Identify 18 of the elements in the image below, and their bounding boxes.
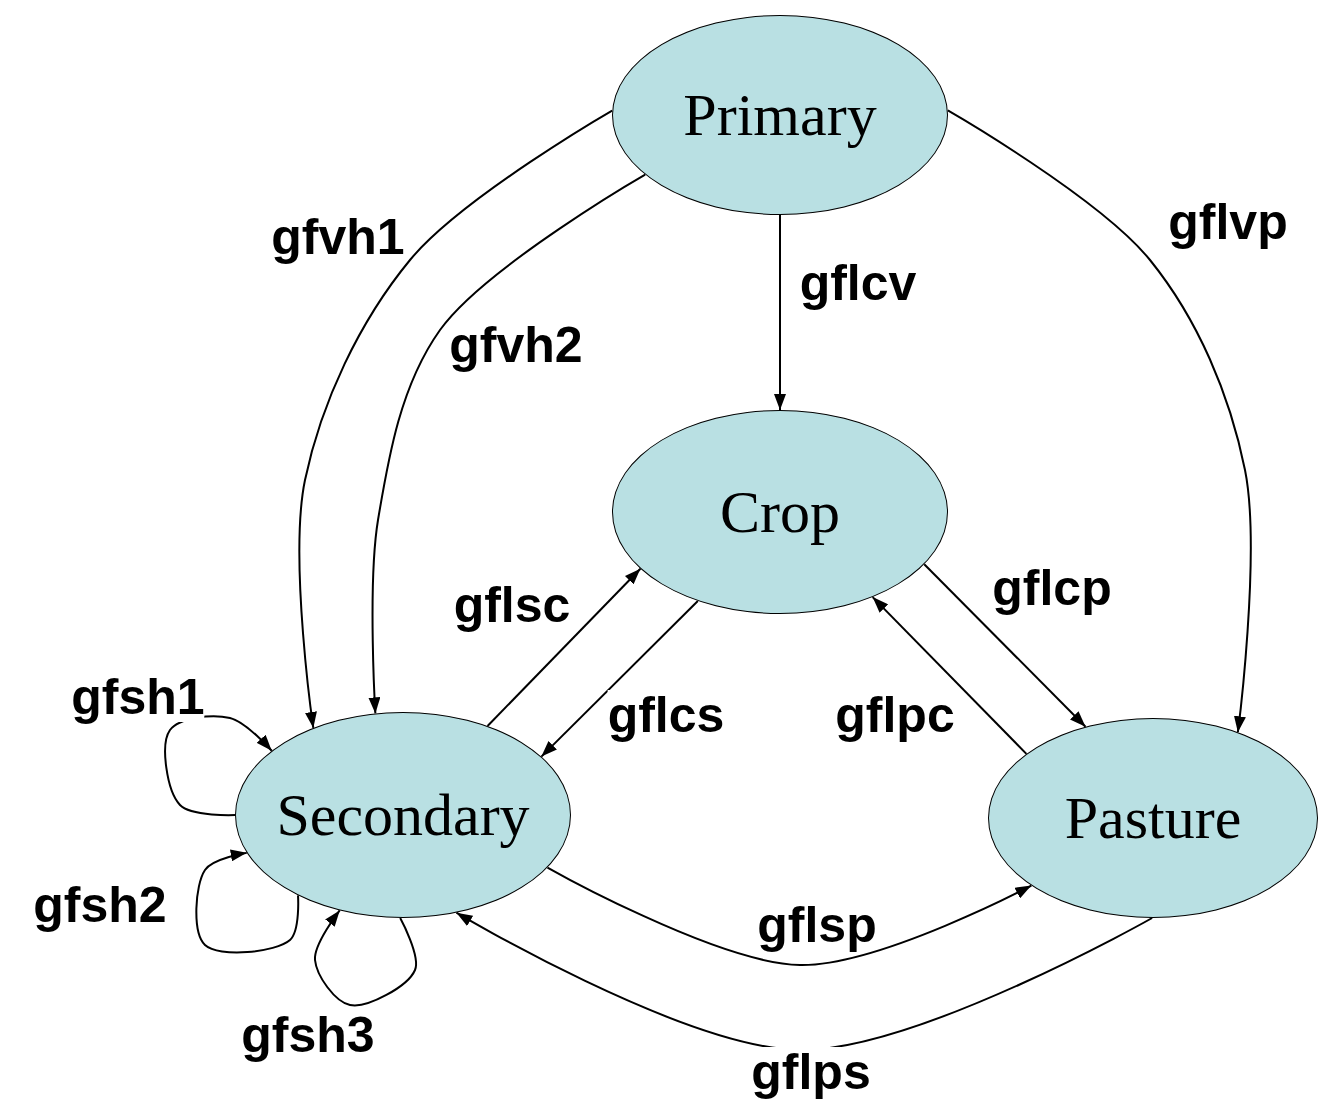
arrow — [946, 109, 1252, 734]
arrow — [774, 214, 786, 411]
node-label: Primary — [683, 80, 877, 150]
node-label: Crop — [720, 477, 840, 547]
edge-label: gflps — [751, 1047, 871, 1097]
arrow — [314, 909, 417, 1007]
arrow — [546, 866, 1033, 966]
arrow — [871, 596, 1028, 755]
arrow — [298, 109, 614, 729]
arrow — [164, 715, 273, 817]
node-label: Secondary — [276, 780, 530, 850]
arrow — [486, 567, 642, 727]
arrow — [195, 849, 300, 954]
edge-label: gfvh2 — [449, 320, 583, 370]
edge-label: gflcs — [607, 690, 725, 740]
arrow — [540, 599, 699, 758]
arrow — [923, 563, 1087, 728]
node-label: Pasture — [1064, 783, 1242, 853]
